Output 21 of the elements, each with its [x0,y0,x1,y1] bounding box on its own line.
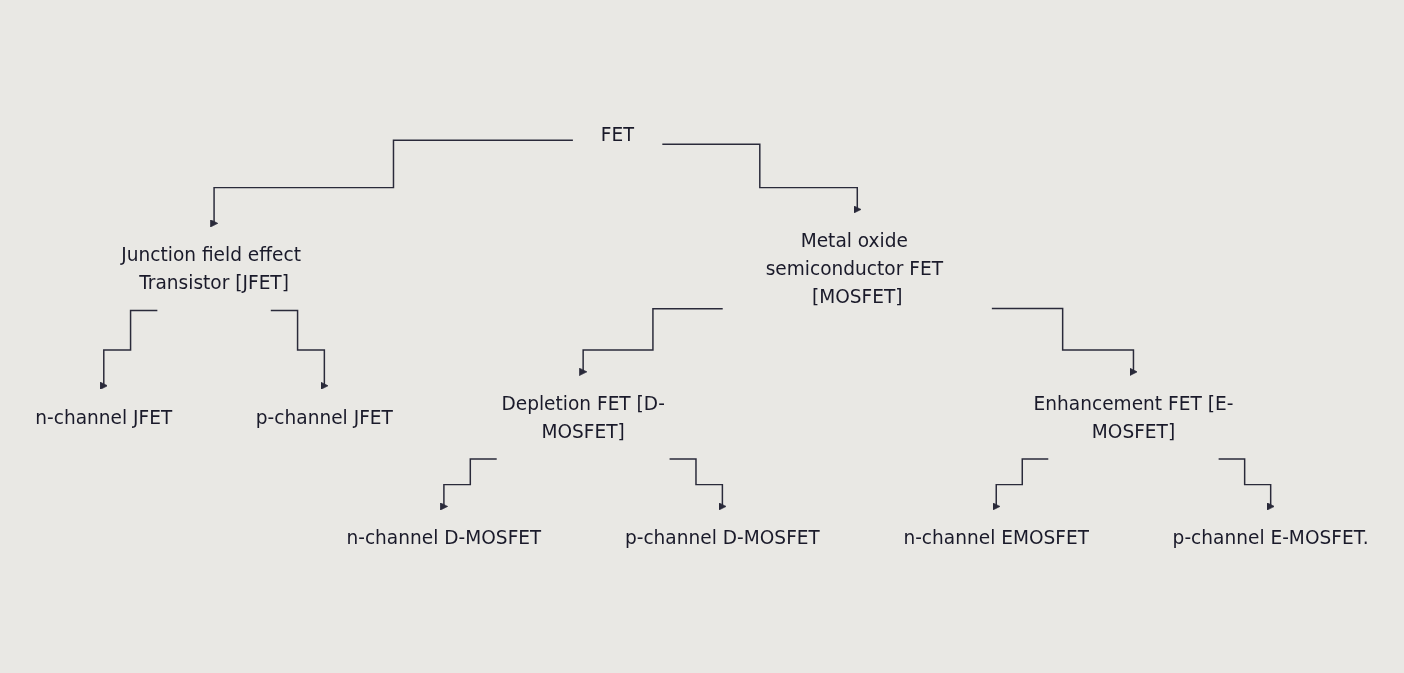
node-text: n-channel D-MOSFET [346,527,542,550]
node-text: Enhancement FET [E-MOSFET] [1033,392,1234,443]
node-text: Junction field effect Transistor [JFET] [121,244,301,295]
arrow [99,310,159,391]
arrow [661,143,862,214]
node-text: Depletion FET [D-MOSFET] [501,392,665,443]
arrow [1217,458,1275,511]
arrow [439,458,498,511]
node-text: Metal oxide semiconductor FET [MOSFET] [765,230,943,309]
arrow [991,308,1138,377]
node-text: p-channel E-MOSFET. [1172,527,1369,550]
node-text: n-channel JFET [35,406,173,429]
node-text: FET [600,123,635,146]
arrow [668,458,727,511]
arrow [992,458,1050,511]
arrow [579,308,724,377]
node-text: p-channel JFET [255,406,393,429]
node-text: n-channel EMOSFET [903,527,1090,550]
node-text: p-channel D-MOSFET [624,527,820,550]
arrow [270,310,329,391]
arrow [210,139,574,228]
